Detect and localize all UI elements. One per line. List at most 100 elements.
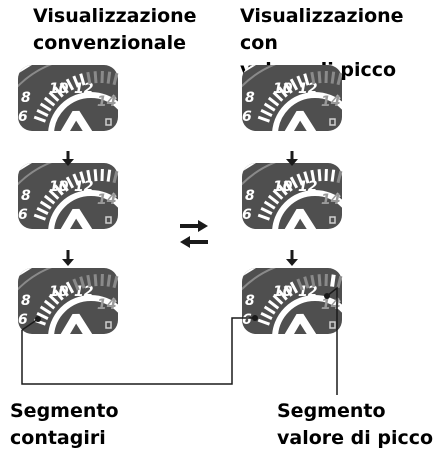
tach-segment xyxy=(267,299,280,310)
tach-segment xyxy=(36,206,49,215)
arrow-down-1-head xyxy=(62,159,74,166)
tach-segment xyxy=(272,91,284,102)
tach-segment xyxy=(283,285,293,297)
gauge-label: 14 xyxy=(321,192,340,208)
tach-segment xyxy=(289,78,299,91)
callout-peak-label: Segmento valore di picco xyxy=(277,398,433,452)
gauge-label: 6 xyxy=(242,207,252,223)
tach-segment xyxy=(336,170,343,184)
header-conventional-line1: Visualizzazione xyxy=(33,5,197,27)
tach-segment xyxy=(59,285,69,297)
tach-segment xyxy=(112,170,119,184)
tach-segment xyxy=(36,108,49,117)
gauge-label: 8 xyxy=(245,188,255,204)
tach-segment xyxy=(33,213,47,221)
gauge-label: 8 xyxy=(21,90,31,106)
tach-segment xyxy=(257,318,271,326)
tach-segment xyxy=(272,294,284,305)
tach-segment xyxy=(93,169,98,182)
tach-segment xyxy=(106,274,112,287)
header-conventional-line2: convenzionale xyxy=(33,32,187,54)
tach-segment xyxy=(317,71,322,84)
tach-segment xyxy=(317,274,322,287)
tach-segment xyxy=(59,180,69,192)
gauge-label: 14 xyxy=(321,94,340,110)
tach-segment xyxy=(39,200,52,210)
tach-segment xyxy=(72,173,80,186)
tach-segment xyxy=(79,276,86,289)
tach-segment xyxy=(263,200,276,210)
callout-tach-segment xyxy=(21,315,258,385)
callout-peak-line1: Segmento xyxy=(277,400,386,422)
tach-segment xyxy=(260,206,273,215)
toggle-arrows xyxy=(180,220,208,248)
tach-segment xyxy=(36,311,49,320)
tach-segment xyxy=(79,73,86,86)
tach-segment xyxy=(336,275,343,289)
tach-segment xyxy=(267,194,280,205)
tach-segment xyxy=(43,194,56,205)
tach-segment xyxy=(65,176,75,189)
tach-segment xyxy=(86,71,92,85)
tach-segment xyxy=(112,275,119,289)
gauge-label: 14 xyxy=(321,297,340,313)
tach-segment xyxy=(79,171,86,184)
tach-segment xyxy=(59,82,69,94)
tach-segment xyxy=(72,75,80,88)
tach-segment xyxy=(86,169,92,183)
tach-segment xyxy=(296,75,304,88)
tach-segment xyxy=(303,171,310,184)
tach-segment xyxy=(336,72,343,86)
tach-segment xyxy=(263,102,276,112)
gauge-label: 14 xyxy=(97,297,116,313)
tach-segment xyxy=(106,169,112,182)
gauge-label: 6 xyxy=(18,207,28,223)
header-peak-line1: Visualizzazione con xyxy=(240,5,404,54)
gauge-label: 14 xyxy=(97,192,116,208)
tach-segment xyxy=(53,184,64,196)
tach-segment xyxy=(317,169,322,182)
tach-segment xyxy=(310,169,316,183)
tach-segment xyxy=(257,115,271,123)
callout-tach-line2: contagiri xyxy=(10,427,106,449)
tach-segment xyxy=(303,73,310,86)
gauge-label: 8 xyxy=(245,90,255,106)
tach-segment xyxy=(277,184,288,196)
tach-segment xyxy=(267,96,280,107)
gauge-label: 6 xyxy=(18,109,28,125)
tach-segment xyxy=(310,71,316,85)
tach-segment xyxy=(289,176,299,189)
tach-segment xyxy=(296,173,304,186)
tach-segment xyxy=(310,274,316,288)
arrow-down-3-head xyxy=(286,159,298,166)
tach-segment xyxy=(39,102,52,112)
tach-segment xyxy=(272,189,284,200)
arrow-down-2-head xyxy=(62,259,74,266)
gauge-label: 8 xyxy=(21,188,31,204)
tach-segment xyxy=(53,289,64,301)
arrow-right-head xyxy=(198,220,208,232)
tach-segment xyxy=(48,91,60,102)
tach-segment xyxy=(263,305,276,315)
tach-segment xyxy=(48,294,60,305)
tach-segment xyxy=(93,274,98,287)
peak-segment xyxy=(330,274,336,287)
gauge-label: 6 xyxy=(242,312,252,328)
gauge-label: 8 xyxy=(21,293,31,309)
tach-segment xyxy=(257,213,271,221)
tach-segment xyxy=(48,189,60,200)
tach-segment xyxy=(260,311,273,320)
callout-peak-line2: valore di picco xyxy=(277,427,434,449)
tach-segment xyxy=(33,115,47,123)
gauge-label: 8 xyxy=(245,293,255,309)
gauge-label: 6 xyxy=(18,312,28,328)
tach-segment xyxy=(283,82,293,94)
callout-tach-label: Segmento contagiri xyxy=(10,398,119,452)
